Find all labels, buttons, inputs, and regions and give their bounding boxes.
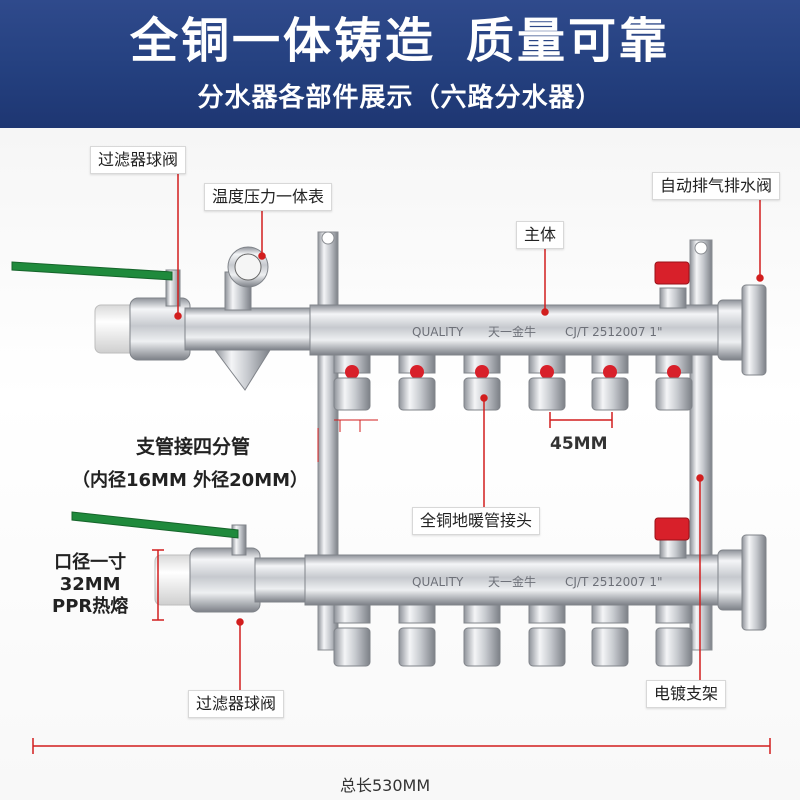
label-filter-ball-valve-top: 过滤器球阀 (90, 146, 187, 174)
manifold-illustration: QUALITY 天一金牛 CJ/T 2512007 1" QUALITY 天一金… (11, 172, 771, 754)
bottom-outlets (333, 604, 693, 667)
label-pipe-diameter: （内径16MM 外径20MM） (72, 470, 309, 491)
banner-title: 全铜一体铸造质量可靠 (0, 8, 800, 74)
top-engraving-standard: CJ/T 2512007 1" (565, 325, 663, 339)
top-manifold: QUALITY 天一金牛 CJ/T 2512007 1" (11, 246, 767, 391)
banner-title-part1: 全铜一体铸造 (129, 13, 436, 69)
bottom-engraving-quality: QUALITY (412, 575, 464, 589)
label-branch-pipe: 支管接四分管 (136, 436, 251, 458)
banner-title-part2: 质量可靠 (466, 13, 671, 69)
label-total-length: 总长530MM (340, 776, 431, 795)
bottom-manifold: QUALITY 天一金牛 CJ/T 2512007 1" (71, 511, 767, 631)
label-filter-ball-valve-bottom: 过滤器球阀 (188, 690, 285, 718)
label-temp-pressure-gauge: 温度压力一体表 (204, 183, 333, 211)
label-inlet-spec: 口径一寸 32MM PPR热熔 (52, 552, 128, 618)
top-engraving-brand: 天一金牛 (488, 324, 536, 339)
label-inlet-line1: 口径一寸 (54, 552, 127, 573)
label-bracket: 电镀支架 (646, 680, 727, 708)
leader-lines (32, 172, 771, 754)
label-auto-vent-drain-valve: 自动排气排水阀 (652, 172, 781, 200)
label-inlet-line2: 32MM (59, 574, 121, 595)
label-inlet-line3: PPR热熔 (52, 596, 129, 617)
label-floor-heating-connector: 全铜地暖管接头 (412, 507, 541, 535)
top-engraving-quality: QUALITY (412, 325, 464, 339)
top-outlets (333, 354, 693, 411)
banner-subtitle: 分水器各部件展示（六路分水器） (197, 83, 603, 113)
bottom-engraving-brand: 天一金牛 (488, 574, 536, 589)
label-spacing: 45MM (550, 434, 608, 454)
bottom-engraving-standard: CJ/T 2512007 1" (565, 575, 663, 589)
header-banner: 全铜一体铸造质量可靠 分水器各部件展示（六路分水器） (0, 0, 800, 128)
label-main-body: 主体 (516, 221, 565, 249)
